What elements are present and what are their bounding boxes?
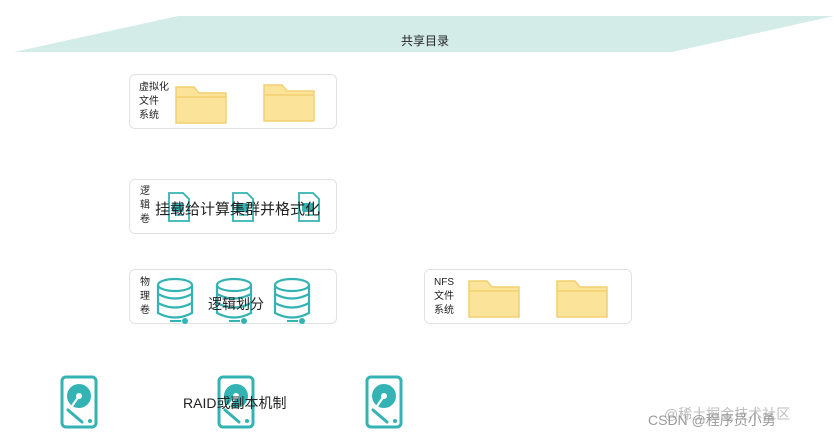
nfs-fs-label: NFS 文件 系统 <box>434 277 454 316</box>
folder-icon <box>556 280 608 318</box>
physical-volume-label: 物 理 卷 <box>140 277 150 316</box>
database-icon <box>156 277 194 324</box>
hard-disk-icon <box>365 375 403 429</box>
raid-label: RAID或副本机制 <box>183 395 287 411</box>
juejin-watermark: @稀土掘金技术社区 <box>664 406 791 422</box>
document-icon <box>232 192 254 222</box>
virtual-fs-label: 虚拟化 文件 系统 <box>139 82 169 121</box>
folder-icon <box>468 280 520 318</box>
csdn-watermark: CSDN @程序员小勇 <box>648 412 776 428</box>
database-icon <box>273 277 311 324</box>
database-icon <box>215 277 253 324</box>
document-icon <box>168 192 190 222</box>
folder-icon <box>263 84 315 122</box>
hard-disk-icon <box>217 375 255 429</box>
shared-directory-banner <box>14 16 834 52</box>
document-icon <box>298 192 320 222</box>
hard-disk-icon <box>60 375 98 429</box>
folder-icon <box>175 86 227 124</box>
logical-volume-label: 逻 辑 卷 <box>140 186 150 225</box>
logical-partition-label: 逻辑划分 <box>208 296 264 312</box>
shared-directory-label: 共享目录 <box>400 34 449 48</box>
mount-format-label: 挂载给计算集群并格式化 <box>155 201 321 218</box>
